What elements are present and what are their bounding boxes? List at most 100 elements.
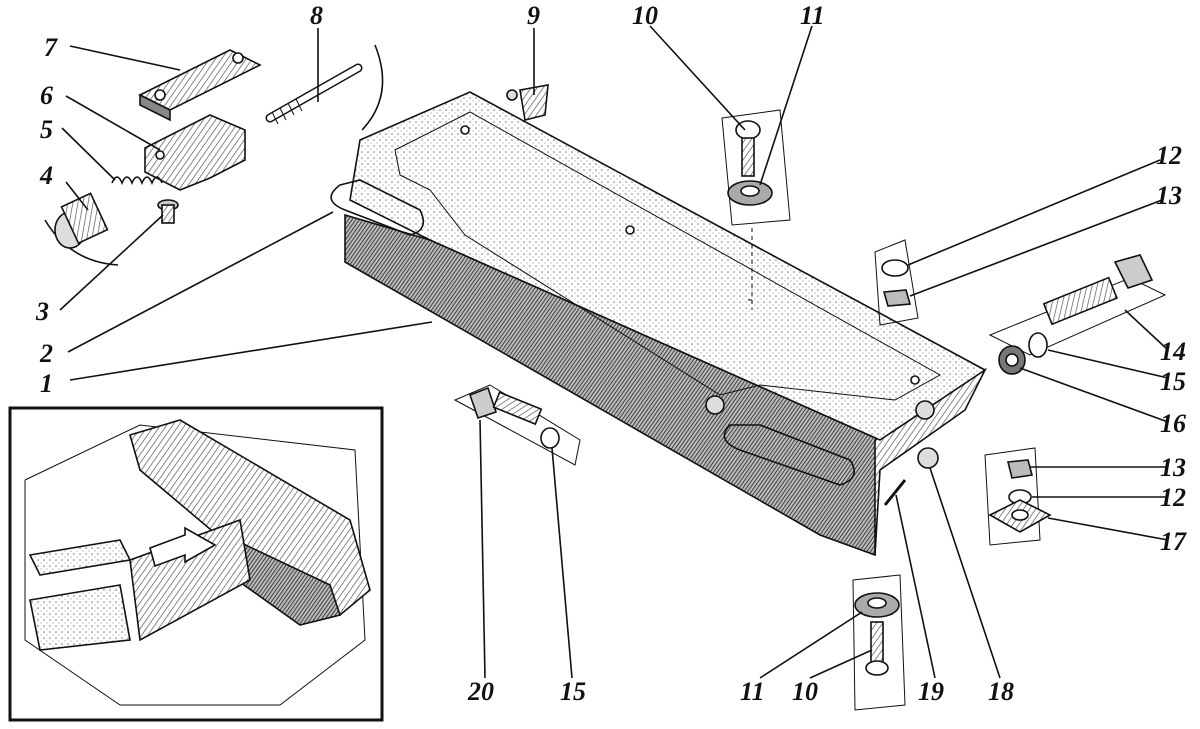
callout-11-bottom: 11 bbox=[740, 677, 765, 706]
lower-fastener-inset bbox=[852, 574, 906, 711]
leader-lines bbox=[59, 25, 1169, 679]
callout-15-right: 15 bbox=[1160, 367, 1186, 396]
leader-1 bbox=[69, 321, 433, 381]
leader-3 bbox=[59, 214, 164, 311]
leader-10b bbox=[809, 649, 873, 679]
bolt-inset bbox=[453, 384, 581, 466]
location-arrow-icon bbox=[149, 526, 217, 568]
leader-15a bbox=[1047, 349, 1169, 379]
callout-13-top: 13 bbox=[1156, 181, 1182, 210]
callout-18: 18 bbox=[988, 677, 1014, 706]
washer-hole bbox=[867, 597, 887, 609]
callout-13-bottom: 13 bbox=[1160, 453, 1186, 482]
plate-hole-icon bbox=[1011, 509, 1029, 521]
callout-17: 17 bbox=[1160, 527, 1187, 556]
left-handle bbox=[330, 179, 425, 236]
plate-hole-icon bbox=[154, 89, 166, 101]
callout-12-bottom: 12 bbox=[1160, 483, 1186, 512]
leader-5 bbox=[61, 127, 116, 181]
callout-7: 7 bbox=[44, 33, 58, 62]
part-9-bracket bbox=[519, 84, 549, 121]
callout-20: 20 bbox=[467, 677, 494, 706]
side-boss bbox=[705, 395, 725, 415]
leader-14 bbox=[1124, 309, 1169, 351]
part-8-rod-inner bbox=[267, 65, 361, 121]
callout-2: 2 bbox=[39, 339, 53, 368]
leader-16 bbox=[1019, 367, 1169, 423]
right-fastener-insets bbox=[874, 239, 1167, 375]
part-7-plate-side bbox=[139, 93, 171, 122]
side-boss bbox=[915, 400, 935, 420]
part-14-bolt bbox=[1042, 276, 1118, 326]
lid-panel bbox=[394, 111, 942, 401]
callout-labels: 1 2 3 4 5 6 7 8 9 10 11 12 13 14 15 16 1… bbox=[35, 1, 1187, 706]
inset-frame bbox=[984, 447, 1041, 546]
leader-10a bbox=[649, 25, 746, 131]
rod-thread bbox=[271, 98, 303, 125]
callout-10-bottom: 10 bbox=[792, 677, 818, 706]
bracket-arc bbox=[44, 219, 119, 266]
frame-rail bbox=[129, 419, 371, 616]
part-12-washer bbox=[881, 259, 909, 277]
callout-3: 3 bbox=[35, 297, 49, 326]
part-3-screw bbox=[161, 204, 175, 224]
callout-8: 8 bbox=[310, 1, 323, 30]
inset-frame bbox=[852, 574, 906, 711]
leader-20 bbox=[479, 419, 486, 679]
part-10-screw-head bbox=[865, 660, 889, 676]
callout-1: 1 bbox=[40, 369, 53, 398]
part-20-bolt-head bbox=[468, 386, 498, 420]
washer-hole bbox=[740, 185, 760, 197]
leader-18 bbox=[929, 467, 1001, 679]
callout-5: 5 bbox=[40, 115, 53, 144]
lid-hole-icon bbox=[625, 225, 635, 235]
battery-box bbox=[330, 91, 988, 557]
part-13-nut bbox=[1006, 459, 1034, 479]
leader-4 bbox=[65, 181, 89, 211]
latch-assembly bbox=[44, 44, 384, 266]
leader-11b bbox=[759, 611, 863, 679]
callout-6: 6 bbox=[40, 81, 53, 110]
leader-2 bbox=[67, 211, 334, 353]
callout-11-top: 11 bbox=[800, 1, 825, 30]
part-15-washer bbox=[1028, 332, 1048, 358]
leader-13a bbox=[909, 199, 1163, 297]
part-6-block bbox=[144, 114, 246, 191]
nut-hole bbox=[1005, 353, 1019, 367]
part-4-knob-body bbox=[60, 192, 109, 245]
right-handle bbox=[723, 424, 856, 486]
lid-hole-icon bbox=[910, 375, 920, 385]
box-lid bbox=[349, 91, 987, 441]
callout-16: 16 bbox=[1160, 409, 1186, 438]
part-10-screw bbox=[870, 621, 884, 665]
part-20-bolt bbox=[492, 391, 543, 426]
callout-10-top: 10 bbox=[632, 1, 658, 30]
part-14-bolt-head bbox=[1113, 254, 1154, 289]
upper-fastener-inset bbox=[721, 109, 791, 310]
lid-hole-icon bbox=[460, 125, 470, 135]
leader-12a bbox=[907, 159, 1161, 266]
part-5-spring bbox=[111, 176, 163, 186]
block-hole-icon bbox=[155, 150, 165, 160]
assembly-axis bbox=[748, 228, 756, 310]
bracket-pin bbox=[506, 89, 518, 101]
callout-9: 9 bbox=[527, 1, 540, 30]
callout-12-top: 12 bbox=[1156, 141, 1182, 170]
part-13-nut bbox=[882, 289, 912, 307]
lower-right-inset bbox=[883, 447, 1052, 546]
leader-11a bbox=[759, 25, 813, 186]
callout-14: 14 bbox=[1160, 337, 1186, 366]
leader-15b bbox=[551, 447, 573, 679]
part-10-screw bbox=[741, 137, 755, 177]
callout-4: 4 bbox=[39, 161, 53, 190]
leader-6 bbox=[65, 95, 161, 151]
leader-17 bbox=[1047, 517, 1169, 541]
callout-15-bottom: 15 bbox=[560, 677, 586, 706]
bracket-arc bbox=[361, 44, 384, 131]
part-19-pin bbox=[883, 479, 907, 506]
battery-plate-bottom bbox=[29, 584, 131, 651]
leader-19 bbox=[895, 494, 936, 679]
inset-frame bbox=[874, 239, 919, 326]
